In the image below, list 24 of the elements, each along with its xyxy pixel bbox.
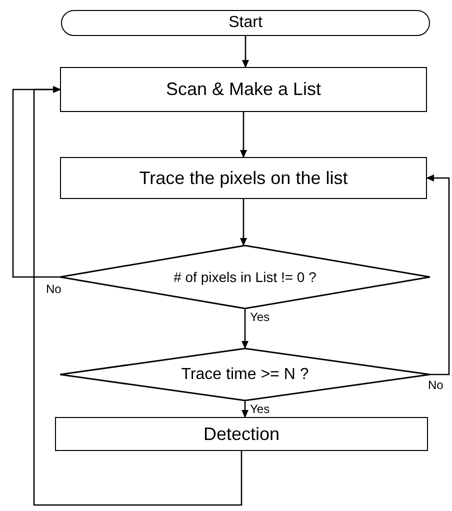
node-label: Detection xyxy=(203,422,280,446)
node-label: Trace the pixels on the list xyxy=(139,166,348,190)
node-label: Start xyxy=(228,13,262,33)
process-box xyxy=(55,417,428,451)
arrow xyxy=(240,199,247,246)
decision-diamond xyxy=(60,348,430,401)
process-box xyxy=(60,157,427,199)
process-box xyxy=(60,67,427,112)
node-label: Trace time >= N ? xyxy=(181,364,309,384)
edge-label: Yes xyxy=(250,311,270,323)
arrow xyxy=(12,86,61,278)
arrow xyxy=(426,174,450,376)
edge-label: Yes xyxy=(250,403,270,415)
arrow xyxy=(242,401,248,418)
arrow xyxy=(242,309,248,349)
arrow xyxy=(240,112,247,158)
arrow xyxy=(33,86,242,506)
edge-label: No xyxy=(46,283,62,295)
decision-diamond xyxy=(60,245,430,309)
edge-label: No xyxy=(428,378,444,390)
arrow xyxy=(242,36,249,68)
terminal-box xyxy=(61,10,430,36)
node-label: # of pixels in List != 0 ? xyxy=(174,268,316,287)
node-label: Scan & Make a List xyxy=(166,78,322,101)
